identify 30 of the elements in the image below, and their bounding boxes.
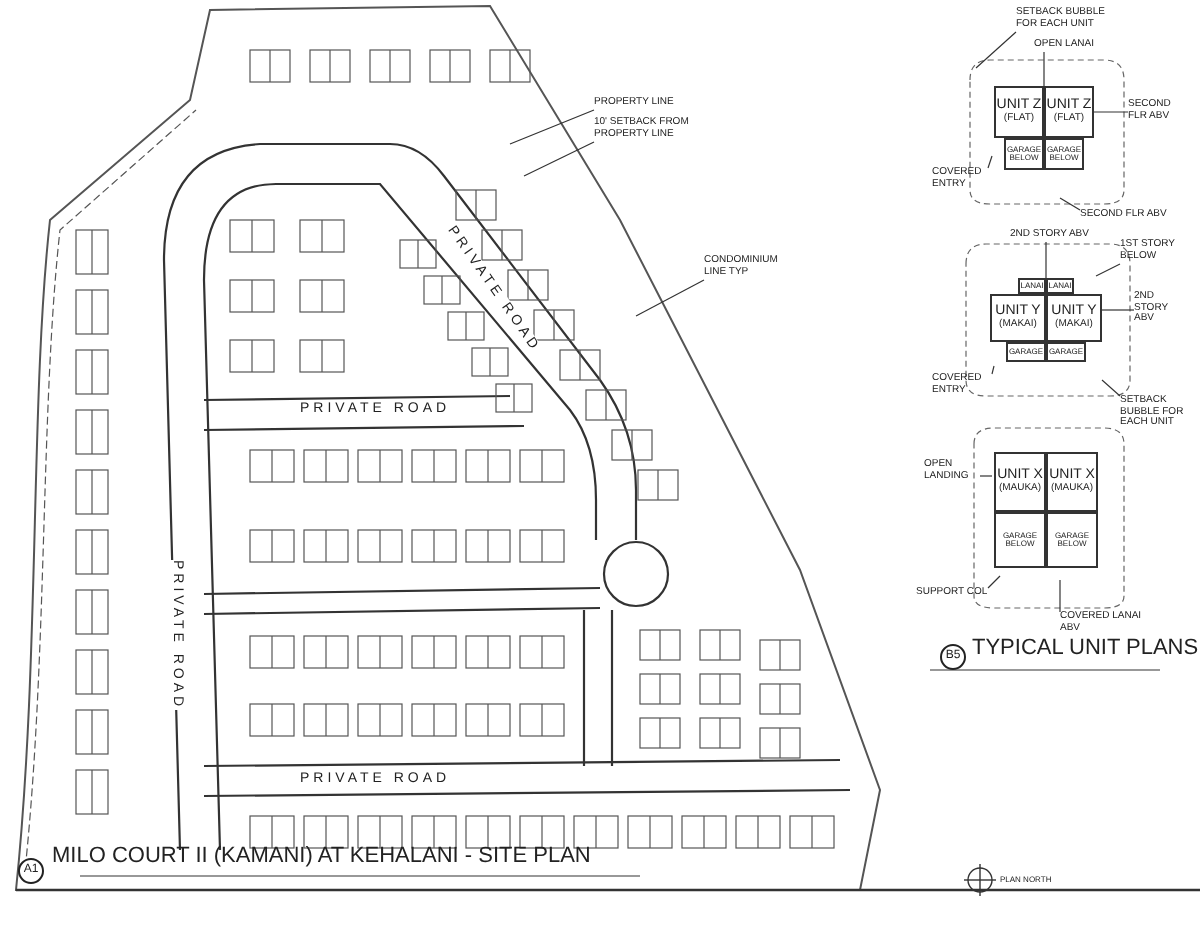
unit-box <box>1046 294 1102 342</box>
leader-line <box>991 365 995 375</box>
room-box <box>1046 342 1086 362</box>
unit-box <box>994 86 1044 138</box>
leader-line <box>987 155 993 169</box>
leader-line <box>1101 379 1121 397</box>
unit-box <box>990 294 1046 342</box>
leader-line <box>1059 197 1081 211</box>
room-box <box>994 512 1046 568</box>
leader-line <box>975 31 1017 69</box>
room-box <box>1046 512 1098 568</box>
unit-box <box>1044 86 1094 138</box>
leader-line <box>1059 579 1061 613</box>
room-box <box>1004 138 1044 170</box>
unit-box <box>994 452 1046 512</box>
room-box <box>1006 342 1046 362</box>
leader-line <box>1101 309 1135 311</box>
leader-line <box>509 109 595 145</box>
drawing-title: MILO COURT II (KAMANI) AT KEHALANI - SITE PLAN <box>52 844 591 868</box>
unit-box <box>1046 452 1098 512</box>
leader-line <box>523 141 595 177</box>
leader-line <box>979 475 993 477</box>
leader-line <box>1043 51 1045 87</box>
leader-line <box>987 575 1001 589</box>
drawing-title: TYPICAL UNIT PLANS <box>972 636 1199 660</box>
room-box <box>1044 138 1084 170</box>
leader-line <box>1095 263 1121 277</box>
leader-line <box>635 279 705 317</box>
leader-line <box>1093 111 1129 113</box>
leader-line <box>1045 241 1047 279</box>
